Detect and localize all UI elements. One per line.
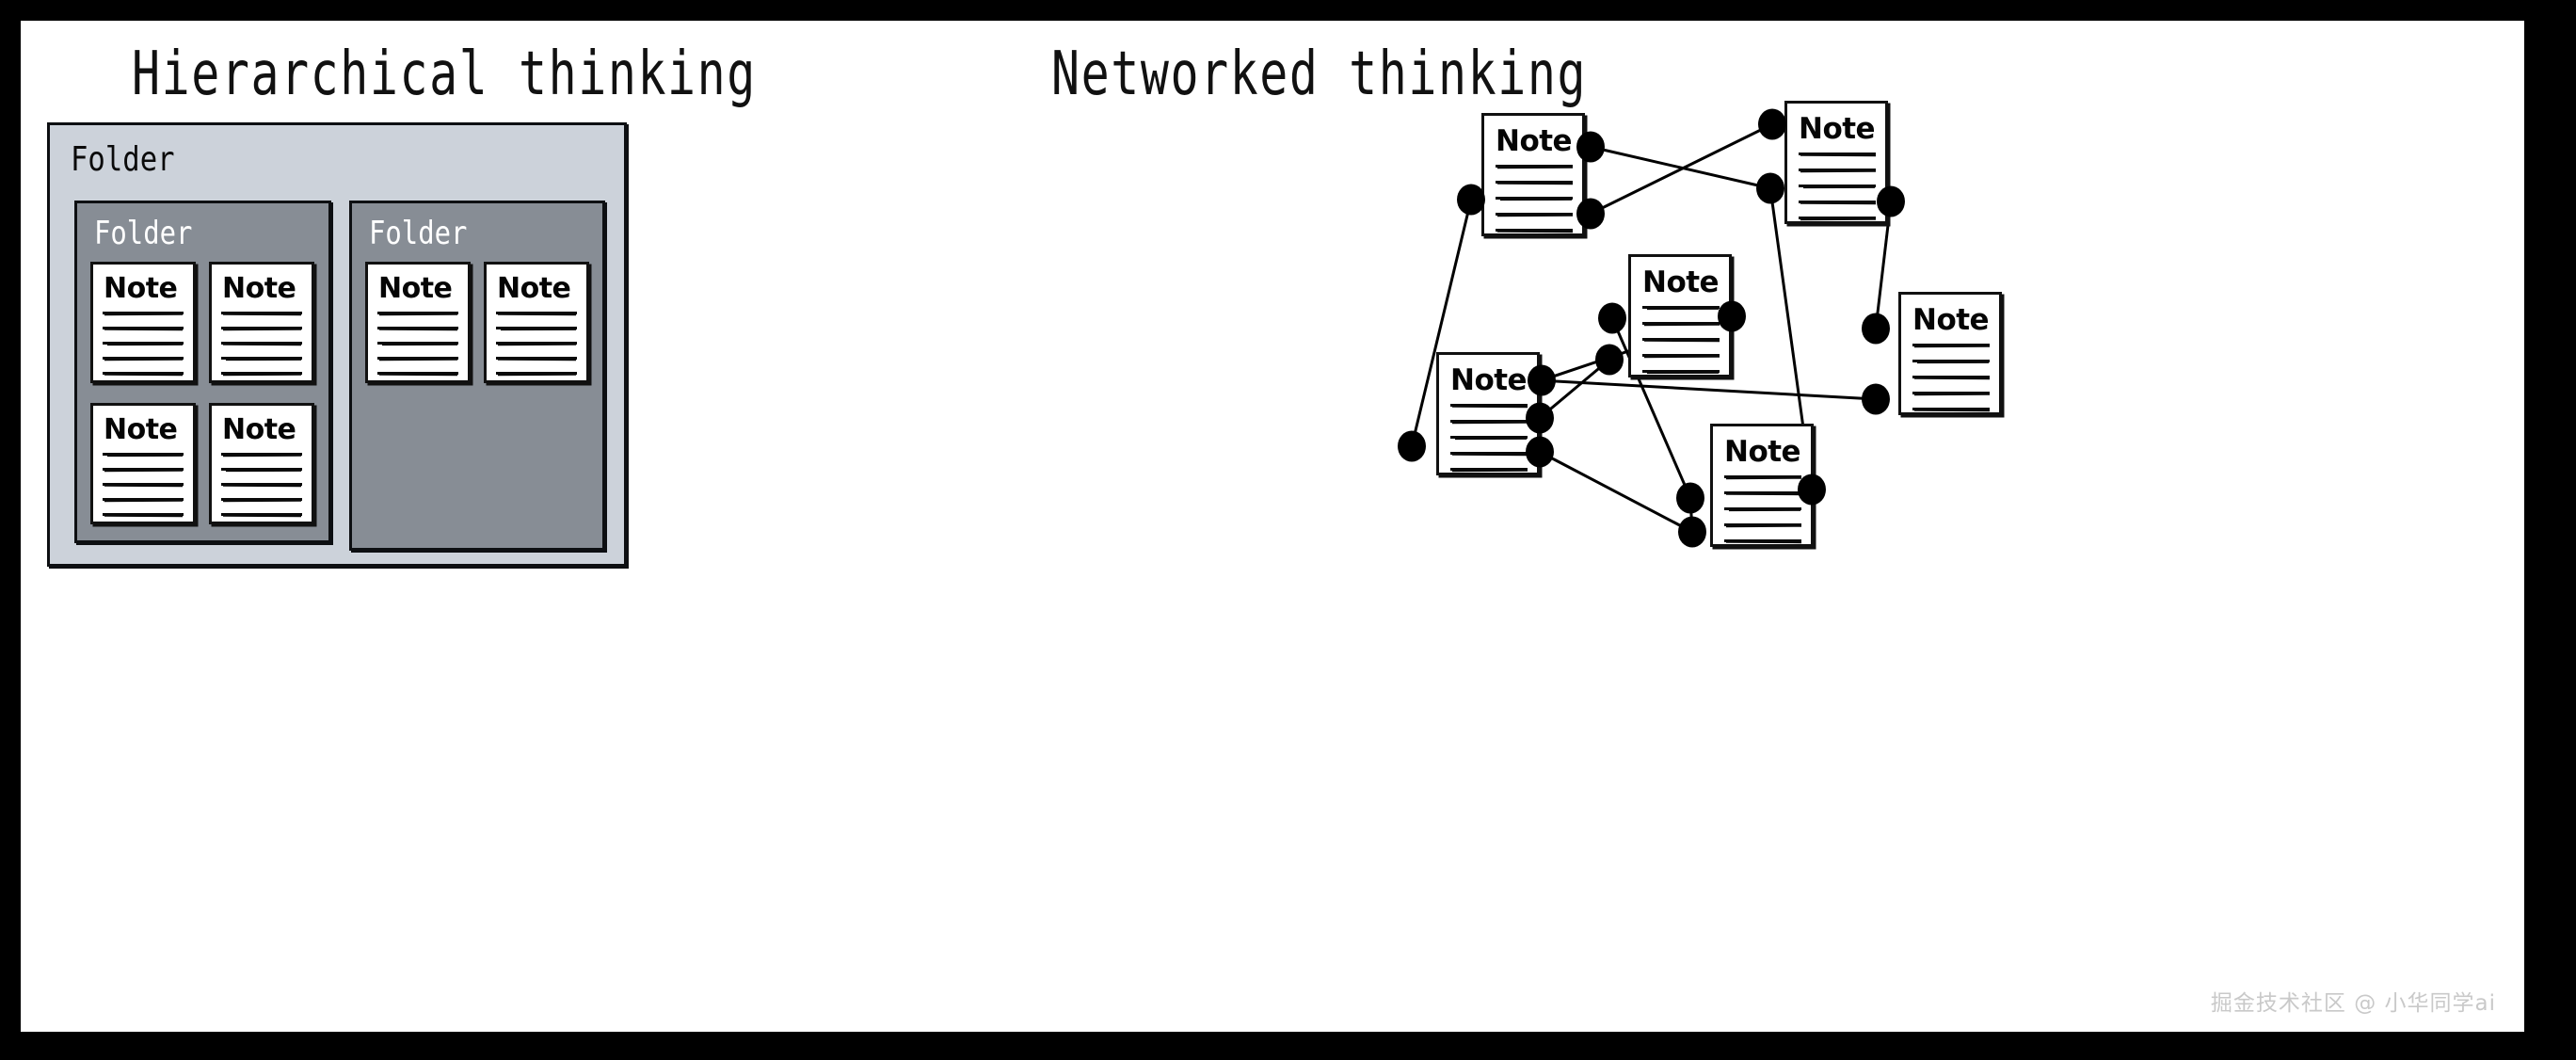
watermark: 掘金技术社区 @ 小华同学ai <box>2210 991 2496 1016</box>
note-body-lines <box>1496 165 1573 233</box>
connector-dot[interactable] <box>1676 482 1704 514</box>
connector-dot[interactable] <box>1576 131 1605 163</box>
network-edge <box>1590 122 1773 216</box>
note-title: Note <box>1450 363 1528 397</box>
connector-dot[interactable] <box>1877 185 1905 217</box>
folder-inner-left-label: Folder <box>94 215 193 252</box>
connector-dot[interactable] <box>1526 436 1554 468</box>
note-title: Note <box>104 272 178 305</box>
folder-inner-left[interactable]: Folder Note Note <box>74 201 331 543</box>
diagram-canvas: Hierarchical thinking Networked thinking… <box>21 21 2524 1032</box>
note-card[interactable]: Note <box>1784 101 1888 224</box>
connector-dot[interactable] <box>1798 474 1826 506</box>
note-title: Note <box>222 272 296 305</box>
note-title: Note <box>1724 435 1801 469</box>
page-title-networked: Networked thinking <box>1051 40 1588 109</box>
hierarchical-thinking-panel: Folder Folder Note Note <box>21 21 1272 1032</box>
connector-dot[interactable] <box>1678 516 1706 548</box>
connector-dot[interactable] <box>1862 313 1890 345</box>
network-edge <box>1610 317 1692 499</box>
note-body-lines <box>1724 475 1801 544</box>
note-title: Note <box>104 413 178 446</box>
page-title-hierarchical: Hierarchical thinking <box>132 40 757 109</box>
note-body-lines <box>1642 306 1720 375</box>
network-edge <box>1590 145 1771 190</box>
note-card[interactable]: Note <box>209 262 314 383</box>
note-card[interactable]: Note <box>90 403 196 524</box>
connector-dot[interactable] <box>1457 184 1485 216</box>
connector-dot[interactable] <box>1398 430 1426 462</box>
note-body-lines <box>221 312 302 380</box>
network-edge <box>1539 378 1877 401</box>
connector-dot[interactable] <box>1598 302 1626 334</box>
network-edge <box>1874 201 1893 329</box>
connector-dot[interactable] <box>1576 198 1605 230</box>
note-body-lines <box>103 453 184 522</box>
note-body-lines <box>496 312 577 380</box>
note-card[interactable]: Note <box>365 262 471 383</box>
connector-dot[interactable] <box>1595 344 1624 376</box>
note-body-lines <box>1912 344 1990 412</box>
note-card[interactable]: Note <box>209 403 314 524</box>
connector-dot[interactable] <box>1756 172 1784 204</box>
connector-dot[interactable] <box>1526 402 1554 434</box>
note-card[interactable]: Note <box>1481 113 1585 236</box>
network-edge <box>1539 450 1693 534</box>
note-title: Note <box>497 272 571 305</box>
folder-outer[interactable]: Folder Folder Note Note <box>47 122 627 567</box>
note-card[interactable]: Note <box>484 262 589 383</box>
note-title: Note <box>1496 124 1573 158</box>
folder-inner-right[interactable]: Folder Note Note <box>349 201 605 551</box>
connector-dot[interactable] <box>1528 364 1556 396</box>
note-title: Note <box>1799 112 1876 146</box>
note-card[interactable]: Note <box>1436 352 1540 475</box>
connector-dot[interactable] <box>1718 300 1746 332</box>
note-title: Note <box>378 272 453 305</box>
connector-dot[interactable] <box>1862 383 1890 415</box>
note-title: Note <box>222 413 296 446</box>
note-card[interactable]: Note <box>1898 292 2002 415</box>
note-title: Note <box>1912 303 1990 337</box>
folder-inner-right-label: Folder <box>369 215 468 252</box>
network-edges <box>1410 122 1893 534</box>
folder-outer-label: Folder <box>71 140 175 179</box>
note-body-lines <box>103 312 184 380</box>
note-body-lines <box>1799 153 1876 221</box>
network-edge <box>1410 199 1473 447</box>
note-card[interactable]: Note <box>90 262 196 383</box>
networked-thinking-panel: Note Note Note Note <box>1272 21 2524 1032</box>
connector-dot[interactable] <box>1758 108 1786 140</box>
note-body-lines <box>377 312 458 380</box>
note-body-lines <box>1450 404 1528 473</box>
note-card[interactable]: Note <box>1628 254 1732 377</box>
note-title: Note <box>1642 265 1720 299</box>
note-body-lines <box>221 453 302 522</box>
